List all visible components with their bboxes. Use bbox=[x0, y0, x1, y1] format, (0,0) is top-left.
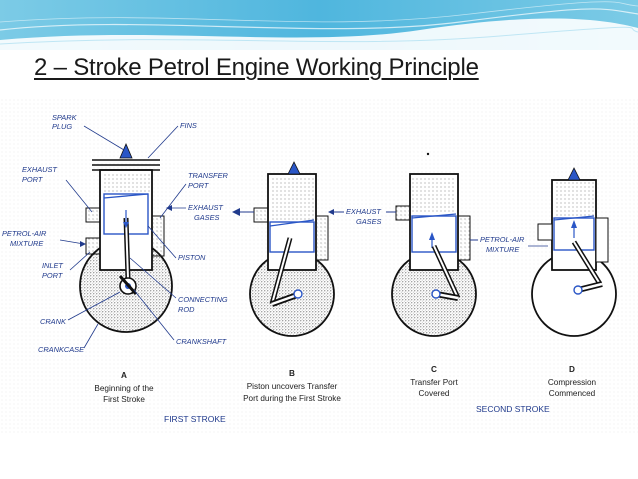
panel-a-fins bbox=[92, 159, 160, 171]
label-transfer-port-1: TRANSFER bbox=[188, 171, 228, 180]
panel-a-engine bbox=[79, 142, 173, 333]
label-petrol-air-2a: PETROL-AIR bbox=[480, 235, 525, 244]
label-inlet-port-2: PORT bbox=[42, 271, 63, 280]
label-inlet-port-1: INLET bbox=[42, 261, 63, 270]
panel-b-letter: B bbox=[289, 369, 295, 378]
label-exhaust-port-1: EXHAUST bbox=[22, 165, 57, 174]
panel-b-engine bbox=[232, 161, 335, 337]
label-spark-plug-1: SPARK bbox=[52, 113, 78, 122]
panel-c-letter: C bbox=[431, 365, 437, 374]
label-petrol-air-1b: MIXTURE bbox=[10, 239, 43, 248]
panel-c-caption-2: Covered bbox=[419, 389, 450, 398]
label-exhaust-gases-1b: GASES bbox=[194, 213, 220, 222]
panel-d-caption-2: Commenced bbox=[549, 389, 596, 398]
panel-b-caption-2: Port during the First Stroke bbox=[243, 394, 341, 403]
panel-a-letter: A bbox=[121, 371, 127, 380]
label-petrol-air-2b: MIXTURE bbox=[486, 245, 519, 254]
label-exhaust-gases-1a: EXHAUST bbox=[188, 203, 223, 212]
panel-b-caption-1: Piston uncovers Transfer bbox=[247, 382, 338, 391]
label-connecting-rod-2: ROD bbox=[178, 305, 195, 314]
panel-d-caption-1: Compression bbox=[548, 378, 597, 387]
engine-diagram: SPARK PLUG FINS EXHAUST PORT TRANSFER PO… bbox=[2, 113, 617, 424]
panel-d-letter: D bbox=[569, 365, 575, 374]
panel-captions: A Beginning of the First Stroke B Piston… bbox=[94, 365, 596, 424]
page-title: 2 – Stroke Petrol Engine Working Princip… bbox=[34, 54, 479, 81]
label-petrol-air-1a: PETROL-AIR bbox=[2, 229, 47, 238]
panel-d-engine bbox=[531, 167, 617, 337]
panel-a-labels: SPARK PLUG FINS EXHAUST PORT TRANSFER PO… bbox=[2, 113, 228, 354]
label-transfer-port-2: PORT bbox=[188, 181, 209, 190]
label-crankcase: CRANKCASE bbox=[38, 345, 84, 354]
label-spark-plug-2: PLUG bbox=[52, 122, 72, 131]
panel-c-caption-1: Transfer Port bbox=[410, 378, 458, 387]
label-exhaust-port-2: PORT bbox=[22, 175, 43, 184]
panel-a-caption-1: Beginning of the bbox=[94, 384, 154, 393]
label-crank: CRANK bbox=[40, 317, 67, 326]
panel-a-spark-plug bbox=[119, 142, 133, 159]
label-fins: FINS bbox=[180, 121, 197, 130]
label-connecting-rod-1: CONNECTING bbox=[178, 295, 228, 304]
label-crankshaft: CRANKSHAFT bbox=[176, 337, 227, 346]
label-exhaust-gases-2a: EXHAUST bbox=[346, 207, 381, 216]
panel-bc-labels: EXHAUST GASES PETROL-AIR MIXTURE bbox=[328, 207, 548, 254]
panel-a-caption-2: First Stroke bbox=[103, 395, 145, 404]
second-stroke-label: SECOND STROKE bbox=[476, 404, 550, 414]
header-wave-band bbox=[0, 0, 638, 50]
first-stroke-label: FIRST STROKE bbox=[164, 414, 226, 424]
label-exhaust-gases-2b: GASES bbox=[356, 217, 382, 226]
panel-c-engine bbox=[391, 152, 477, 337]
label-piston: PISTON bbox=[178, 253, 206, 262]
